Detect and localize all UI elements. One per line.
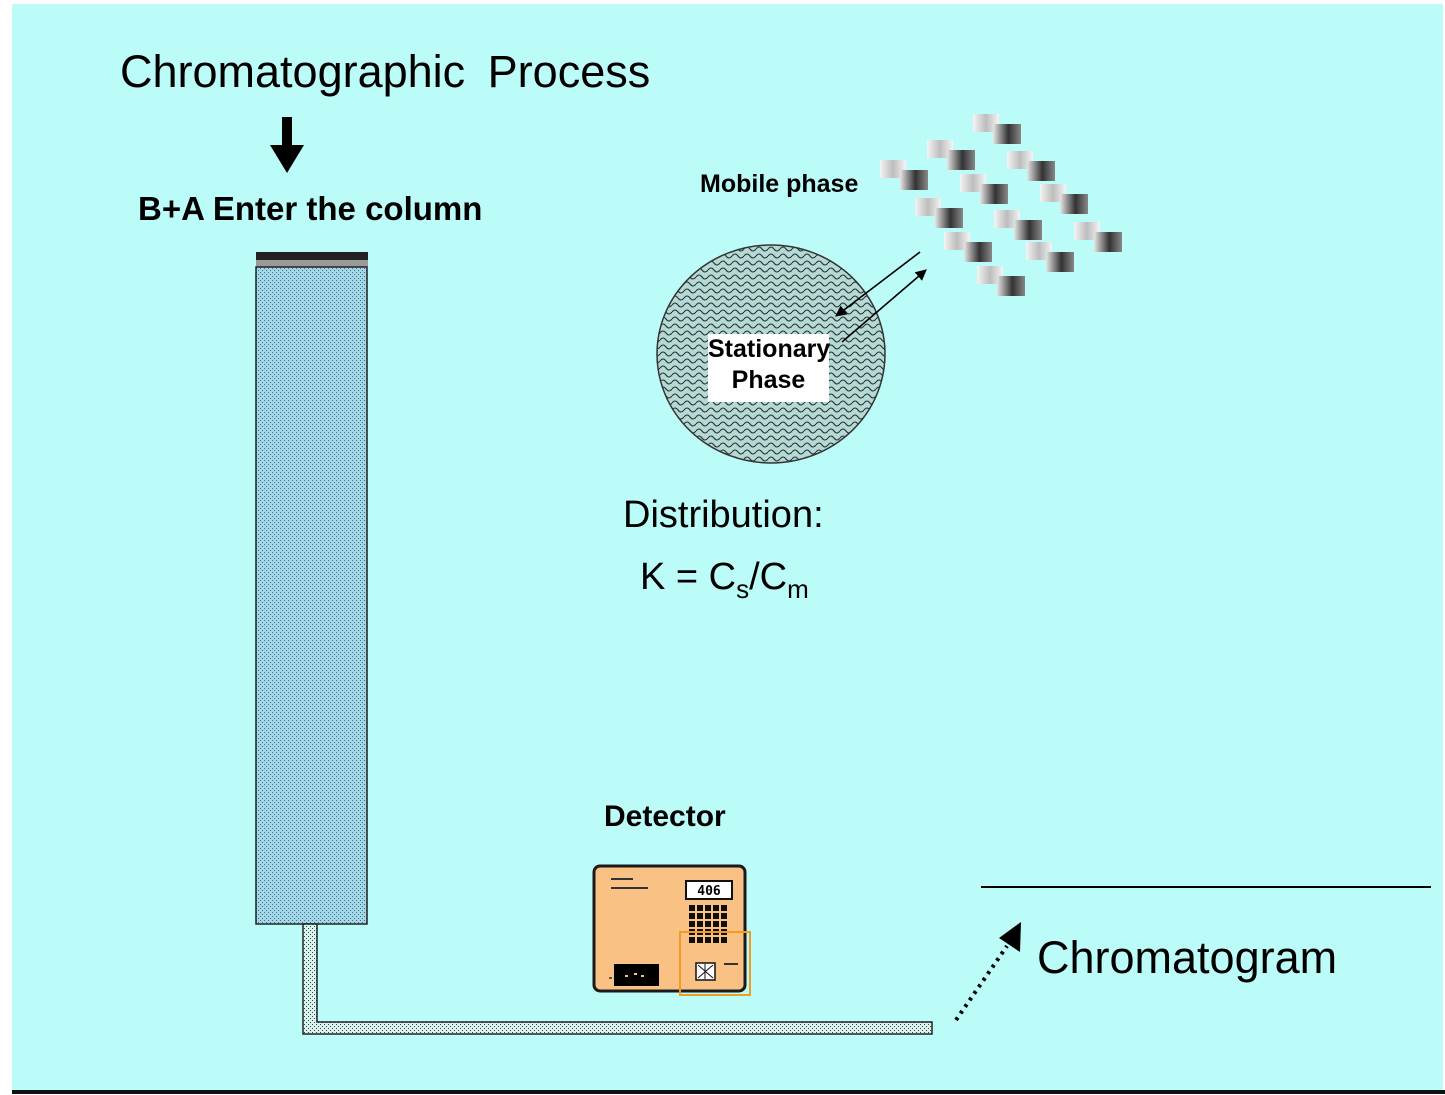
detector-key — [697, 937, 703, 943]
entry-arrow-icon — [270, 117, 304, 173]
mobile-phase-molecule — [1040, 184, 1066, 202]
detector-label: Detector — [604, 800, 726, 833]
outlet-tube — [302, 923, 933, 1035]
mobile-phase-molecule — [980, 184, 1008, 204]
detector-key — [705, 913, 711, 919]
detector-key — [689, 913, 695, 919]
formula-subscript-m: m — [787, 574, 809, 604]
mobile-phase-molecule — [947, 150, 975, 170]
detector-key — [697, 921, 703, 927]
detector-key — [713, 937, 719, 943]
mobile-phase-molecule — [1094, 232, 1122, 252]
formula-prefix: K = C — [640, 556, 737, 598]
column-entry-label: B+A Enter the column — [138, 190, 483, 227]
mobile-phase-molecule — [1074, 222, 1100, 240]
mobile-phase-molecule — [960, 174, 986, 192]
chromatography-column — [255, 252, 368, 925]
detector-key — [713, 905, 719, 911]
detector-key — [689, 921, 695, 927]
dotted-arrow-icon — [954, 922, 1021, 1022]
mobile-phase-molecule — [915, 198, 941, 216]
detector-key — [689, 905, 695, 911]
detector-key — [705, 921, 711, 927]
mobile-phase-molecule — [935, 208, 963, 228]
detector-key — [713, 913, 719, 919]
detector-key — [721, 937, 727, 943]
detector-key — [721, 905, 727, 911]
detector-key — [689, 937, 695, 943]
detector-key — [721, 921, 727, 927]
mobile-phase-molecule — [1014, 220, 1042, 240]
formula-subscript-s: s — [736, 574, 750, 604]
mobile-phase-molecule — [944, 232, 970, 250]
detector-icon: 406 — [592, 864, 751, 996]
mobile-phase-molecule — [1027, 161, 1055, 181]
mobile-phase-molecules — [880, 114, 1122, 296]
distribution-formula: K = Cs/Cm — [640, 556, 809, 602]
detector-key — [697, 905, 703, 911]
detector-key — [697, 913, 703, 919]
mobile-phase-molecule — [973, 114, 999, 132]
mobile-phase-molecule — [900, 170, 928, 190]
stationary-phase-label: Stationary Phase — [708, 335, 831, 394]
detector-key — [713, 921, 719, 927]
mobile-phase-molecule — [977, 266, 1003, 284]
mobile-phase-molecule — [993, 124, 1021, 144]
mobile-phase-molecule — [880, 160, 906, 178]
detector-display-readout: 406 — [697, 884, 721, 899]
stationary-phase-label-box — [708, 334, 829, 402]
mobile-phase-molecule — [1026, 242, 1052, 260]
distribution-label: Distribution: — [623, 494, 824, 536]
detector-key — [721, 913, 727, 919]
mobile-phase-molecule — [1060, 194, 1088, 214]
mobile-phase-label: Mobile phase — [700, 170, 859, 198]
mobile-phase-molecule — [997, 276, 1025, 296]
detector-key — [705, 937, 711, 943]
slide-title: Chromatographic Process — [120, 46, 651, 97]
slide-bottom-border — [12, 1090, 1445, 1094]
mobile-phase-molecule — [964, 242, 992, 262]
mobile-phase-molecule — [1007, 151, 1033, 169]
formula-middle: /C — [749, 556, 788, 598]
mobile-phase-molecule — [994, 210, 1020, 228]
chromatogram-label: Chromatogram — [1037, 932, 1338, 983]
detector-key — [705, 905, 711, 911]
exchange-arrows-icon — [835, 251, 927, 343]
mobile-phase-molecule — [927, 140, 953, 158]
mobile-phase-molecule — [1046, 252, 1074, 272]
